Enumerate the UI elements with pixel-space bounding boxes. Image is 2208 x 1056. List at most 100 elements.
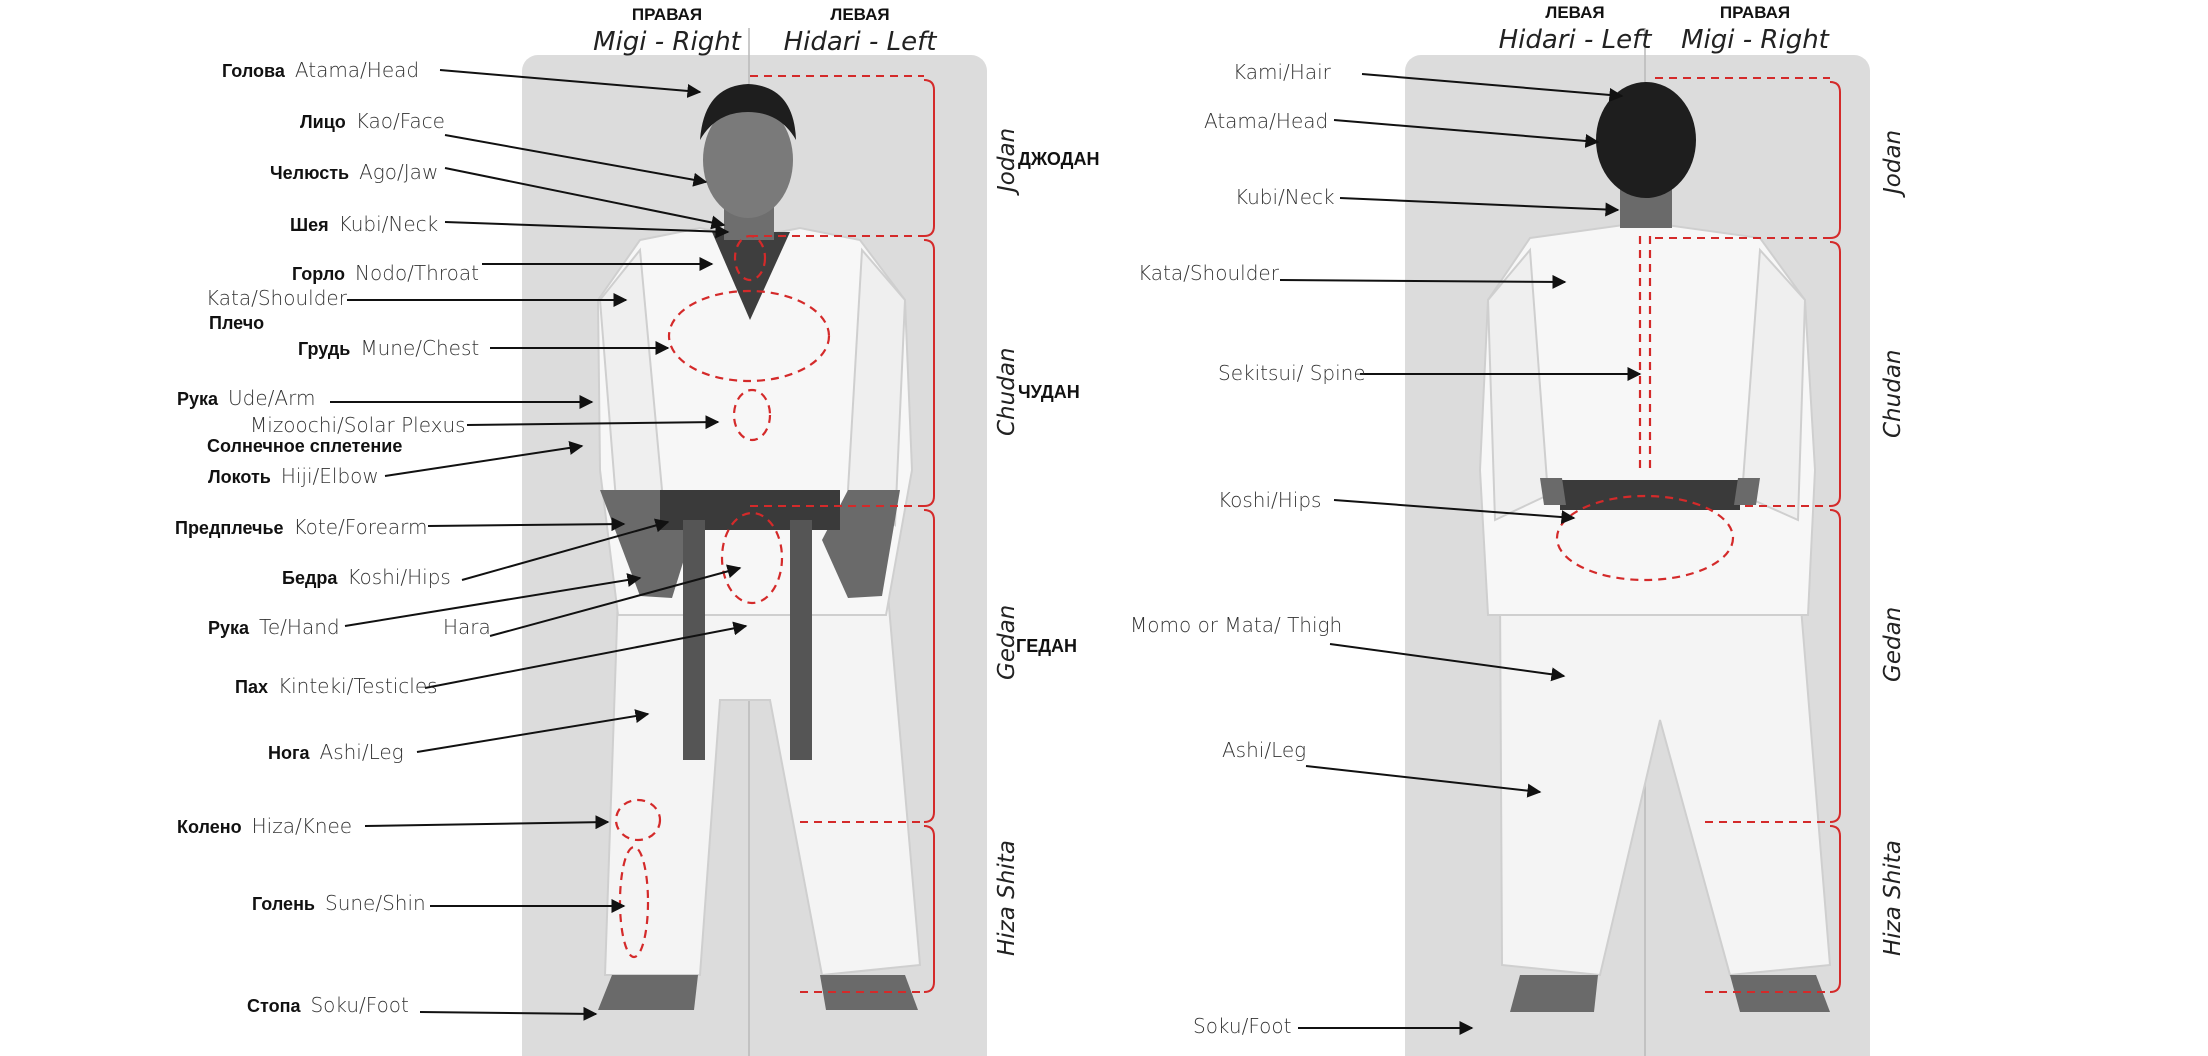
front-figure [596, 84, 922, 1010]
front-label-ru: Шея [290, 215, 329, 235]
front-heading-right-side: ПРАВАЯ Migi - Right [592, 6, 742, 55]
front-label-en: Hiza/Knee [251, 814, 353, 838]
front-label: Лицо Kao/Face [300, 111, 445, 131]
front-ru-shoulder: Плечо [209, 313, 265, 333]
front-zone-chudan: Chudan [994, 347, 1020, 437]
back-label: Kata/Shoulder [1138, 263, 1279, 283]
back-arrow [1333, 119, 1600, 148]
front-arrow [384, 440, 584, 477]
front-label-en: Kao/Face [355, 109, 445, 133]
front-zone-brackets [750, 75, 935, 993]
front-label-ru: Горло [292, 264, 346, 284]
back-label: Koshi/Hips [1218, 490, 1321, 510]
front-arrow [444, 221, 730, 239]
back-target-areas [1555, 236, 1735, 582]
front-label-en: Te/Hand [259, 615, 340, 639]
front-label-en: Mune/Chest [360, 336, 480, 360]
back-label: Momo or Mata/ Thigh [1130, 615, 1342, 635]
front-heading-left-jp: Hidari - Left [783, 27, 937, 57]
front-label-ru: Нога [268, 743, 310, 763]
front-label-ru: Предплечье [175, 518, 284, 538]
back-arrow [1305, 765, 1542, 798]
front-label: Mizoochi/Solar Plexus [250, 415, 466, 435]
front-arrow [444, 167, 726, 230]
back-label-en: Kata/Shoulder [1138, 261, 1279, 285]
front-label: Горло Nodo/Throat [292, 263, 479, 283]
front-label-en: Ago/Jaw [359, 160, 439, 184]
back-arrow [1339, 197, 1620, 217]
back-label-en: Kubi/Neck [1235, 185, 1335, 209]
front-label-en: Hara [443, 615, 491, 639]
back-label-en: Sekitsui/ Spine [1218, 361, 1366, 385]
front-arrow [439, 69, 702, 98]
back-label: Kubi/Neck [1235, 187, 1335, 207]
front-arrow [466, 415, 720, 430]
back-label: Atama/Head [1204, 111, 1328, 131]
front-label-en: Soku/Foot [310, 993, 409, 1017]
back-zone-brackets [1655, 77, 1841, 993]
front-label-en: Koshi/Hips [347, 565, 451, 589]
front-label: Грудь Mune/Chest [298, 338, 479, 358]
back-heading-left-ru: ЛЕВАЯ [1545, 3, 1605, 22]
back-label-en: Soku/Foot [1193, 1014, 1292, 1038]
front-heading-left-side: ЛЕВАЯ Hidari - Left [780, 6, 940, 55]
back-label: Soku/Foot [1193, 1016, 1291, 1036]
front-zone-chudan-ru: ЧУДАН [1018, 382, 1080, 402]
front-arrow [364, 815, 610, 830]
back-heading-left-jp: Hidari - Left [1498, 25, 1652, 55]
back-label-en: Ashi/Leg [1222, 738, 1307, 762]
front-heading-left-ru: ЛЕВАЯ [830, 5, 890, 24]
front-arrow [461, 518, 670, 581]
front-arrow [416, 709, 650, 753]
back-label-en: Momo or Mata/ Thigh [1130, 613, 1343, 637]
front-zone-jodan-ru: ДЖОДАН [1018, 149, 1100, 169]
front-label: Стопа Soku/Foot [247, 995, 409, 1015]
back-arrow [1333, 499, 1576, 525]
front-zone-gedan-ru: ГЕДАН [1016, 636, 1078, 656]
front-label-ru: Грудь [298, 339, 351, 359]
front-label-en: Kote/Forearm [293, 515, 428, 539]
front-label: Шея Kubi/Neck [290, 214, 438, 234]
back-label-en: Atama/Head [1204, 109, 1329, 133]
front-label: Локоть Hiji/Elbow [208, 466, 379, 486]
front-arrow [424, 621, 748, 689]
front-label: Рука Te/Hand [208, 617, 340, 637]
front-label: Рука Ude/Arm [177, 388, 315, 408]
front-label-en: Ude/Arm [228, 386, 316, 410]
front-label-ru: Лицо [300, 112, 346, 132]
front-label-ru: Голова [222, 61, 285, 81]
back-label: Sekitsui/ Spine [1218, 363, 1366, 383]
back-arrow [1279, 274, 1567, 289]
front-heading-right-ru: ПРАВАЯ [631, 5, 703, 24]
front-label-ru: Бедра [282, 568, 338, 588]
front-ru-solar-plexus: Солнечное сплетение [207, 436, 403, 456]
front-arrow [344, 573, 642, 627]
front-label-ru: Рука [208, 618, 250, 638]
front-zone-jodan: Jodan [994, 127, 1020, 192]
back-label: Ashi/Leg [1222, 740, 1306, 760]
front-zone-hiza-shita: Hiza Shita [994, 840, 1020, 956]
front-label-en: Nodo/Throat [355, 261, 479, 285]
back-label-en: Koshi/Hips [1218, 488, 1322, 512]
front-label-en: Kata/Shoulder [206, 286, 347, 310]
back-arrow [1361, 73, 1624, 102]
front-label-en: Ashi/Leg [319, 740, 404, 764]
front-arrow [419, 1006, 598, 1021]
front-label: Бедра Koshi/Hips [282, 567, 451, 587]
front-label-en: Hiji/Elbow [280, 464, 379, 488]
front-label-ru: Рука [177, 389, 219, 409]
pointer-arrows [330, 69, 1642, 1035]
front-label-en: Atama/Head [294, 58, 420, 82]
front-label: Kata/Shoulder [206, 288, 347, 308]
front-label-ru: Стопа [247, 996, 301, 1016]
front-label-en: Kubi/Neck [338, 212, 439, 236]
back-heading-right-jp: Migi - Right [1681, 25, 1829, 55]
back-heading-right-ru: ПРАВАЯ [1719, 3, 1791, 22]
front-label-ru: Голень [252, 894, 315, 914]
front-label-ru: Локоть [208, 467, 271, 487]
front-label-en: Kinteki/Testicles [277, 674, 438, 698]
